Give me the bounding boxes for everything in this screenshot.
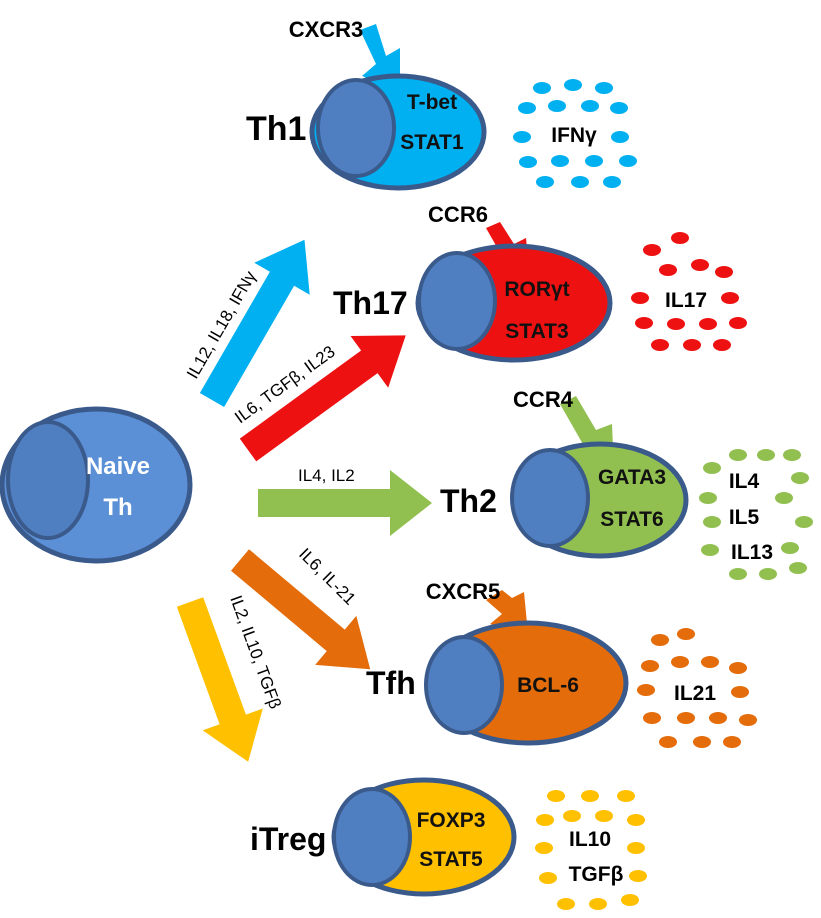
tfh-cytokine-1: IL21	[674, 682, 716, 705]
th17-nucleus	[417, 251, 497, 351]
naive-th-cell: Naive Th	[0, 406, 193, 564]
itreg-cytokine-2: TGFβ	[569, 863, 624, 886]
th1-cytokine-dots	[513, 79, 637, 188]
th17-cytokine-1: IL17	[665, 289, 707, 312]
th1-factor-2: STAT1	[400, 131, 464, 154]
th17-path-arrow: IL6, TGFβ, IL23	[231, 335, 406, 462]
naive-label-line2: Th	[103, 494, 132, 521]
tfh-cell: BCL-6	[424, 590, 629, 746]
itreg-factor-2: STAT5	[419, 848, 483, 871]
itreg-path-arrow: IL2, IL10, TGFβ	[176, 593, 285, 762]
th17-name: Th17	[333, 285, 408, 321]
th2-factor-2: STAT6	[600, 508, 663, 531]
naive-label-line1: Naive	[86, 453, 150, 480]
itreg-cytokine-1: IL10	[569, 828, 611, 851]
th17-factor-2: STAT3	[505, 320, 568, 343]
th17-receptor-label: CCR6	[428, 202, 488, 227]
itreg-factor-1: FOXP3	[417, 809, 486, 832]
th17-cytokine-dots	[631, 232, 747, 351]
th2-cytokine-1: IL4	[729, 470, 760, 493]
th1-receptor	[360, 24, 400, 90]
tfh-factor-1: BCL-6	[517, 674, 579, 697]
tfh-name: Tfh	[366, 665, 416, 701]
th2-cytokine-3: IL13	[731, 541, 773, 564]
th1-name: Th1	[246, 110, 306, 148]
itreg-nucleus	[332, 787, 412, 887]
th1-path-arrow: IL12, IL18, IFNγ	[183, 239, 310, 407]
th2-nucleus	[510, 448, 590, 548]
th1-cell: T-bet STAT1	[309, 24, 487, 191]
th1-nucleus	[316, 78, 396, 178]
th2-name: Th2	[440, 483, 497, 519]
tfh-cytokine-dots	[637, 628, 757, 748]
th2-path-label: IL4, IL2	[298, 466, 355, 485]
th17-factor-1: RORγt	[504, 278, 569, 301]
th2-cytokine-2: IL5	[729, 506, 760, 529]
th2-cytokine-dots	[699, 449, 813, 580]
th1-cytokine-1: IFNγ	[551, 124, 597, 147]
itreg-cytokine-dots	[535, 790, 647, 910]
itreg-cell: FOXP3 STAT5	[331, 777, 517, 897]
th2-factor-1: GATA3	[598, 466, 666, 489]
th2-receptor-label: CCR4	[513, 387, 574, 412]
th1-factor-1: T-bet	[407, 91, 457, 114]
th2-cell: GATA3 STAT6	[510, 396, 689, 559]
th2-path-arrow: IL4, IL2	[258, 466, 432, 536]
itreg-name: iTreg	[250, 821, 326, 857]
tfh-receptor-label: CXCR5	[426, 579, 501, 604]
th17-cell: RORγt STAT3	[415, 222, 613, 363]
th1-receptor-label: CXCR3	[289, 17, 364, 42]
tfh-nucleus	[424, 635, 504, 735]
naive-nucleus	[6, 420, 90, 540]
